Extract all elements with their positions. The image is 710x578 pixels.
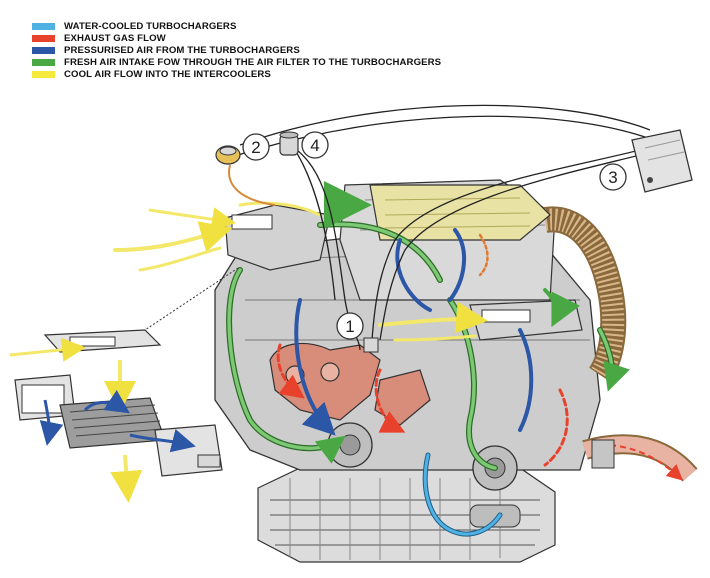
pressurised-air-flow-path: [294, 228, 534, 436]
callout-2: 2: [242, 133, 270, 161]
exploded-intercooler-view: [9, 329, 223, 503]
legend-item: WATER-COOLED TURBOCHARGERS: [32, 20, 441, 32]
cool-air-flow-path: [113, 201, 488, 342]
detail-pointer-line: [144, 267, 239, 331]
legend-label: COOL AIR FLOW INTO THE INTERCOOLERS: [64, 69, 271, 81]
engine-sump: [257, 467, 556, 563]
sensor-1-component: [363, 337, 379, 353]
callout-4: 4: [301, 131, 329, 159]
legend-label: PRESSURISED AIR FROM THE TURBOCHARGERS: [64, 44, 300, 56]
legend-swatch: [32, 59, 55, 67]
legend-label: WATER-COOLED TURBOCHARGERS: [64, 20, 237, 32]
sensor-wiring: [228, 104, 651, 351]
control-unit-3: [631, 129, 693, 193]
exhaust-gas-flow-path: [276, 233, 569, 467]
callout-3: 3: [599, 163, 627, 191]
exhaust-tailpipe: [582, 434, 698, 482]
intake-plenum: [369, 184, 551, 241]
callout-4-label: 4: [310, 136, 319, 155]
legend-swatch: [32, 46, 55, 54]
legend-label: EXHAUST GAS FLOW: [64, 32, 166, 44]
callout-3-label: 3: [608, 168, 617, 187]
sensor-2-component: [215, 145, 241, 165]
legend-swatch: [32, 34, 55, 42]
legend-swatch: [32, 71, 55, 79]
sensor-4-component: [279, 131, 299, 156]
legend-item: PRESSURISED AIR FROM THE TURBOCHARGERS: [32, 44, 441, 56]
legend-item: EXHAUST GAS FLOW: [32, 32, 441, 44]
legend-item: COOL AIR FLOW INTO THE INTERCOOLERS: [32, 69, 441, 81]
callout-1-label: 1: [345, 317, 354, 336]
water-cooling-pipe: [422, 452, 503, 537]
legend-label: FRESH AIR INTAKE FOW THROUGH THE AIR FIL…: [64, 57, 442, 69]
orange-wire: [228, 164, 276, 206]
legend-item: FRESH AIR INTAKE FOW THROUGH THE AIR FIL…: [32, 57, 441, 69]
callout-1: 1: [336, 312, 364, 340]
callout-2-label: 2: [251, 138, 260, 157]
left-intercooler: [224, 204, 331, 271]
legend-swatch: [32, 22, 55, 30]
